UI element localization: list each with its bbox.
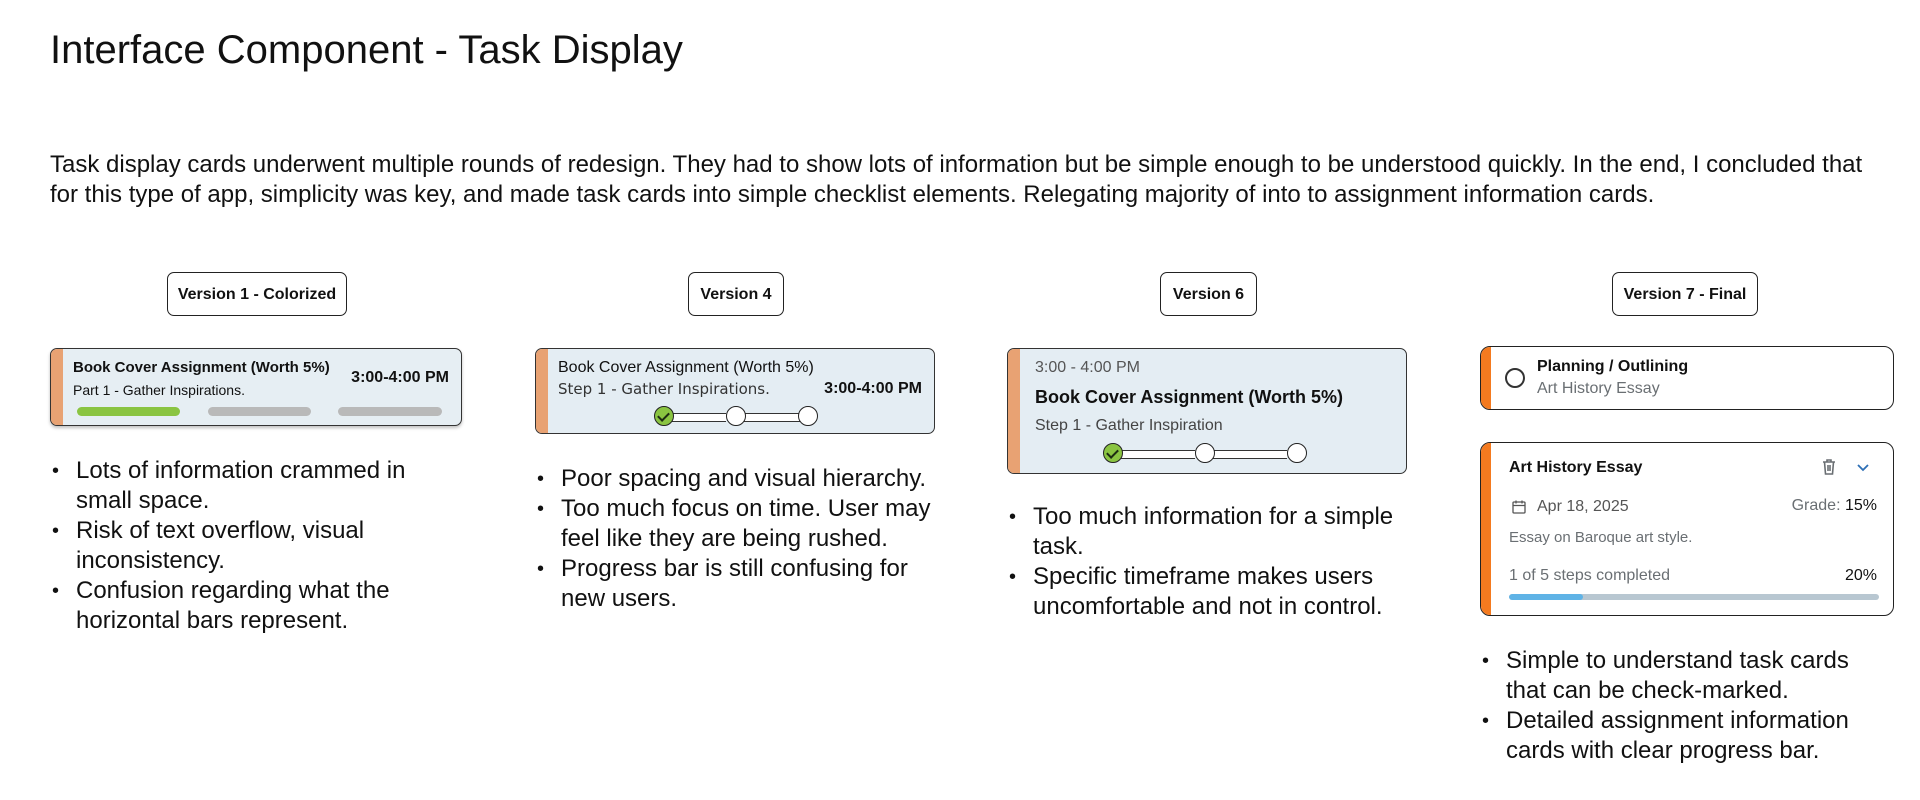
step-connector: [744, 413, 800, 422]
task-time: 3:00-4:00 PM: [351, 369, 449, 386]
step-2-circle: [726, 406, 746, 426]
step-1-check-icon: [654, 406, 674, 426]
grade-value: 15%: [1844, 497, 1877, 514]
task-checkbox[interactable]: [1505, 368, 1525, 388]
task-time: 3:00 - 4:00 PM: [1035, 359, 1140, 376]
progress-percent: 20%: [1844, 567, 1877, 584]
intro-paragraph: Task display cards underwent multiple ro…: [50, 151, 1863, 208]
note-item: Simple to understand task cards that can…: [1480, 646, 1890, 706]
version-7-notes: Simple to understand task cards that can…: [1480, 646, 1890, 766]
version-1-task-card[interactable]: Book Cover Assignment (Worth 5%) Part 1 …: [50, 348, 462, 426]
card-accent: [1008, 349, 1020, 473]
step-3-circle: [1287, 443, 1307, 463]
progress-text: 1 of 5 steps completed: [1509, 567, 1670, 584]
step-connector: [672, 413, 726, 422]
note-item: Risk of text overflow, visual inconsiste…: [50, 516, 450, 576]
step-connector: [1213, 450, 1287, 459]
version-7-button[interactable]: Version 7 - Final: [1612, 272, 1758, 316]
version-6-task-card[interactable]: 3:00 - 4:00 PM Book Cover Assignment (Wo…: [1007, 348, 1407, 474]
task-title: Planning / Outlining: [1537, 358, 1689, 375]
assignment-info-card[interactable]: Art History Essay Apr 18, 2025 Grade: 15…: [1480, 442, 1894, 616]
step-connector: [1121, 450, 1195, 459]
due-date: Apr 18, 2025: [1537, 498, 1629, 515]
step-progress: [654, 406, 818, 430]
note-item: Confusion regarding what the horizontal …: [50, 576, 450, 636]
page-title: Interface Component - Task Display: [50, 28, 683, 72]
note-item: Specific timeframe makes users uncomfort…: [1007, 562, 1407, 622]
task-title: Book Cover Assignment (Worth 5%): [73, 359, 330, 376]
progress-segment-3: [338, 407, 442, 416]
note-item: Poor spacing and visual hierarchy.: [535, 464, 935, 494]
version-1-notes: Lots of information crammed in small spa…: [50, 456, 450, 636]
step-3-circle: [798, 406, 818, 426]
task-subtitle: Art History Essay: [1537, 380, 1660, 397]
version-6-button[interactable]: Version 6: [1160, 272, 1257, 316]
card-accent: [536, 349, 548, 433]
note-item: Progress bar is still confusing for new …: [535, 554, 935, 614]
task-step: Step 1 - Gather Inspiration: [1035, 417, 1223, 434]
grade: Grade: 15%: [1792, 497, 1877, 515]
progress-segment-1: [77, 407, 180, 416]
task-title: Book Cover Assignment (Worth 5%): [558, 359, 814, 376]
step-1-check-icon: [1103, 443, 1123, 463]
step-progress: [1103, 443, 1307, 467]
progress-segment-2: [208, 407, 311, 416]
calendar-icon: [1511, 499, 1527, 515]
card-accent: [51, 349, 63, 425]
card-accent: [1481, 443, 1491, 615]
task-step: Step 1 - Gather Inspirations.: [558, 380, 770, 398]
task-time: 3:00-4:00 PM: [824, 380, 922, 397]
assignment-description: Essay on Baroque art style.: [1509, 529, 1693, 546]
task-step: Part 1 - Gather Inspirations.: [73, 382, 245, 398]
version-4-task-card[interactable]: Book Cover Assignment (Worth 5%) Step 1 …: [535, 348, 935, 434]
progress-fill: [1509, 594, 1583, 600]
version-4-notes: Poor spacing and visual hierarchy. Too m…: [535, 464, 935, 614]
version-1-button[interactable]: Version 1 - Colorized: [167, 272, 347, 316]
task-title: Book Cover Assignment (Worth 5%): [1035, 387, 1344, 407]
version-4-button[interactable]: Version 4: [688, 272, 784, 316]
note-item: Too much information for a simple task.: [1007, 502, 1407, 562]
step-2-circle: [1195, 443, 1215, 463]
assignment-title: Art History Essay: [1509, 459, 1643, 476]
card-accent: [1481, 347, 1491, 409]
progress-track: [1509, 594, 1879, 600]
note-item: Lots of information crammed in small spa…: [50, 456, 450, 516]
final-task-card[interactable]: Planning / Outlining Art History Essay: [1480, 346, 1894, 410]
note-item: Too much focus on time. User may feel li…: [535, 494, 935, 554]
chevron-down-icon[interactable]: [1853, 457, 1873, 477]
version-6-notes: Too much information for a simple task. …: [1007, 502, 1407, 622]
note-item: Detailed assignment information cards wi…: [1480, 706, 1890, 766]
trash-icon[interactable]: [1819, 457, 1839, 477]
grade-label: Grade:: [1791, 497, 1841, 514]
